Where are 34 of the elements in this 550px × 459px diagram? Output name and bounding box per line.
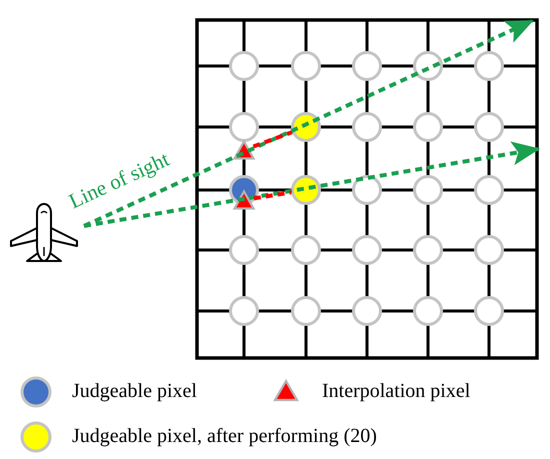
pixel-circle	[413, 175, 443, 205]
pixel-circle	[474, 112, 504, 142]
dashed-connector	[252, 130, 293, 148]
legend-label: Interpolation pixel	[322, 379, 470, 403]
pixel-circle	[352, 296, 382, 326]
dashed-connector	[254, 190, 292, 200]
pixel-circle	[291, 235, 321, 265]
pixel-circle	[474, 235, 504, 265]
pixel-circle	[229, 51, 259, 81]
pixel-circle	[229, 296, 259, 326]
edge-label: Line of sight	[65, 146, 173, 214]
pixel-circle	[229, 235, 259, 265]
sight-line-arrow	[83, 19, 534, 228]
pixel-circle	[474, 296, 504, 326]
pixel-circle	[291, 296, 321, 326]
triangle-marker	[233, 190, 255, 210]
triangle-marker	[233, 140, 255, 160]
pixel-circle	[291, 51, 321, 81]
legend-label: Judgeable pixel, after performing (20)	[72, 424, 377, 448]
pixel-dot	[291, 112, 321, 142]
pixel-circle	[352, 112, 382, 142]
pixel-dot	[291, 175, 321, 205]
legend-label: Judgeable pixel	[72, 379, 197, 403]
pixel-circle	[352, 51, 382, 81]
pixel-circle	[352, 175, 382, 205]
pixel-circle	[413, 112, 443, 142]
pixel-circle	[474, 175, 504, 205]
pixel-circle	[352, 235, 382, 265]
pixel-circle	[413, 51, 443, 81]
pixel-circle	[413, 296, 443, 326]
pixel-circle	[413, 235, 443, 265]
pixel-circle	[229, 112, 259, 142]
pixel-circle	[474, 51, 504, 81]
sight-line-arrow	[84, 142, 540, 228]
